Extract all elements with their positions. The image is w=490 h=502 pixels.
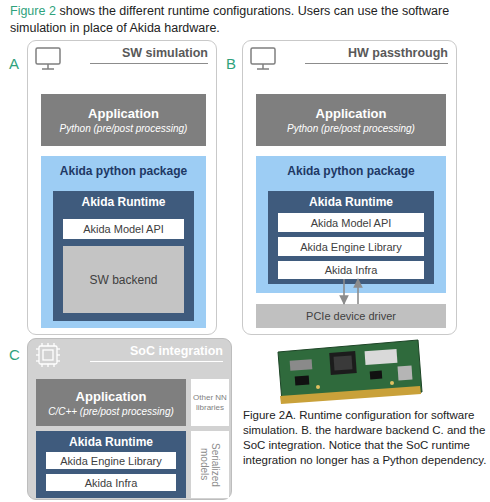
box-label: SW backend bbox=[89, 273, 157, 287]
box-subtitle: C/C++ (pre/post processing) bbox=[48, 406, 174, 417]
library-box: Other NN libraries bbox=[191, 379, 229, 426]
box-label: Akida Runtime bbox=[53, 191, 194, 209]
models-box: Serialized models bbox=[191, 431, 229, 498]
computer-icon bbox=[251, 48, 275, 69]
application-box: ApplicationPython (pre/post processing) bbox=[41, 94, 206, 146]
component-box: Akida Infra bbox=[46, 474, 176, 491]
runtime-config-panel: SW simulationApplicationPython (pre/post… bbox=[27, 40, 217, 335]
panel-title: SoC integration bbox=[90, 344, 223, 362]
box-label: Akida Runtime bbox=[36, 431, 186, 449]
box-label: Akida Model API bbox=[311, 217, 392, 229]
intro-paragraph: Figure 2shows the different runtime conf… bbox=[10, 3, 482, 37]
python-package-box: Akida python packageAkida RuntimeAkida M… bbox=[256, 156, 446, 293]
box-label: Serialized models bbox=[199, 431, 221, 498]
box-label: Akida Infra bbox=[325, 264, 378, 276]
box-label: Akida python package bbox=[256, 156, 446, 178]
component-box: Akida Infra bbox=[278, 261, 424, 279]
panel-title: HW passthrough bbox=[305, 46, 448, 64]
backend-box: SW backend bbox=[63, 246, 184, 313]
panel-letter: C bbox=[9, 346, 20, 363]
box-subtitle: Python (pre/post processing) bbox=[287, 123, 415, 134]
driver-box: PCIe device driver bbox=[256, 304, 446, 328]
pcie-board-illustration bbox=[278, 340, 422, 404]
runtime-box: Akida RuntimeAkida Engine LibraryAkida I… bbox=[36, 431, 186, 498]
intro-text: shows the different runtime configuratio… bbox=[10, 4, 449, 35]
component-box: Akida Model API bbox=[278, 213, 424, 232]
runtime-box: Akida RuntimeAkida Model API Akida Engine… bbox=[268, 191, 434, 284]
box-label: Akida Model API bbox=[83, 223, 164, 235]
box-label: Akida Engine Library bbox=[300, 241, 402, 253]
runtime-config-panel: SoC integrationApplicationC/C++ (pre/pos… bbox=[27, 338, 232, 500]
runtime-box: Akida RuntimeAkida Model API SW backend bbox=[53, 191, 194, 321]
panel-letter: B bbox=[226, 55, 236, 72]
runtime-config-panel: HW passthroughApplicationPython (pre/pos… bbox=[242, 40, 457, 335]
data-arrow bbox=[357, 279, 359, 304]
box-label: PCIe device driver bbox=[306, 310, 396, 322]
box-label: Akida python package bbox=[41, 156, 206, 178]
box-subtitle: Python (pre/post processing) bbox=[60, 123, 188, 134]
box-label: Application bbox=[316, 106, 387, 121]
box-label: Akida Infra bbox=[85, 477, 138, 489]
box-label: Other NN libraries bbox=[192, 393, 228, 411]
component-box: Akida Model API bbox=[63, 219, 184, 239]
application-box: ApplicationPython (pre/post processing) bbox=[256, 94, 446, 146]
component-box: Akida Engine Library bbox=[46, 452, 176, 469]
component-box: Akida Engine Library bbox=[278, 237, 424, 256]
computer-icon bbox=[36, 48, 60, 69]
figure-caption: Figure 2A. Runtime configuration for sof… bbox=[243, 408, 488, 468]
box-label: Akida Engine Library bbox=[60, 455, 162, 467]
data-arrow bbox=[343, 279, 345, 304]
box-label: Akida Runtime bbox=[268, 191, 434, 209]
box-label: Application bbox=[88, 106, 159, 121]
chip-icon bbox=[36, 343, 60, 367]
figure-reference: Figure 2 bbox=[10, 4, 56, 18]
panel-title: SW simulation bbox=[90, 46, 208, 64]
python-package-box: Akida python packageAkida RuntimeAkida M… bbox=[41, 156, 206, 328]
panel-letter: A bbox=[9, 55, 19, 72]
box-label: Application bbox=[76, 389, 147, 404]
application-box: ApplicationC/C++ (pre/post processing) bbox=[36, 379, 186, 426]
